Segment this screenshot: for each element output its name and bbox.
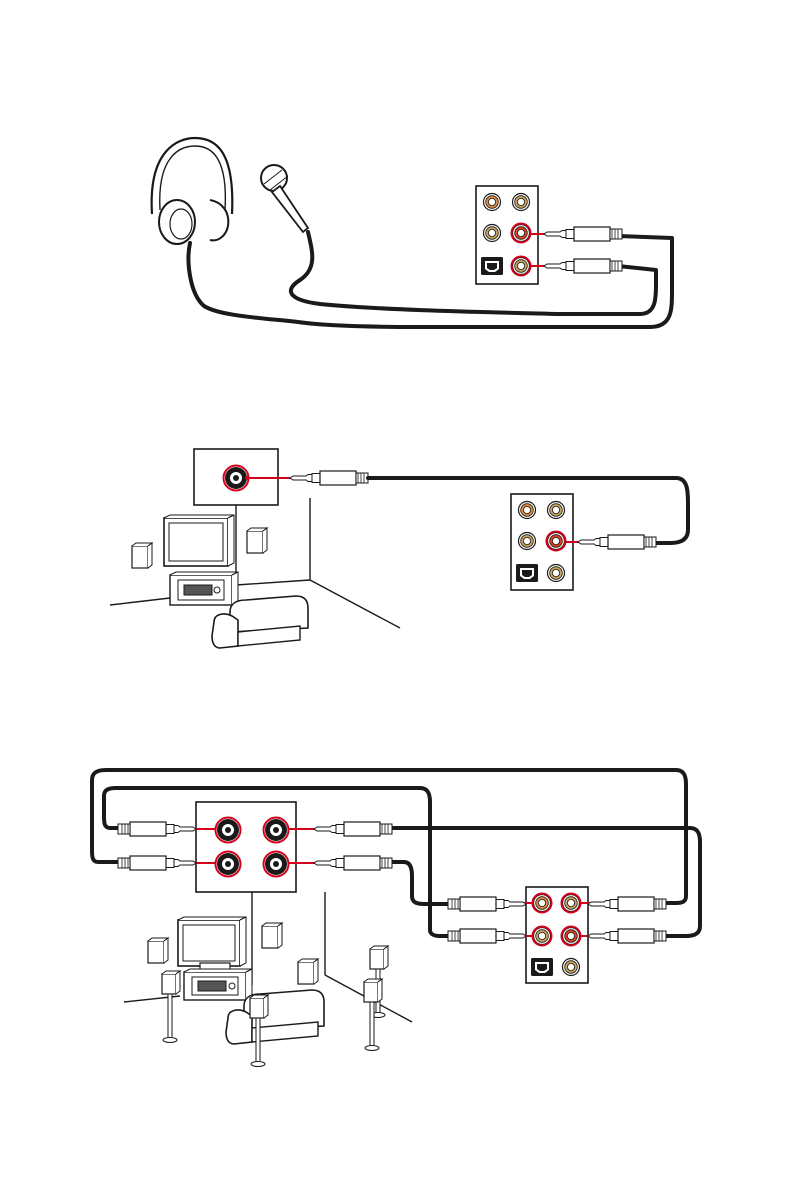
speaker-input-jack-icon[interactable] [225,467,247,489]
audio-jack-icon[interactable] [563,928,580,945]
speaker-input-jack-icon[interactable] [265,819,287,841]
stereo-plug-icon [588,897,666,911]
headphone-microphone-diagram [152,138,672,327]
audio-jack-icon[interactable] [484,194,501,211]
audio-jack-icon[interactable] [548,502,565,519]
television-icon [164,515,234,566]
audio-jack-icon[interactable] [513,194,530,211]
audio-jack-icon[interactable] [534,928,551,945]
surround-speaker-diagram [92,770,700,1067]
stereo-plug-icon [544,259,622,273]
left-speaker-icon [132,543,152,568]
front-right-speaker-icon [262,923,282,948]
speaker-input-jack-icon[interactable] [217,819,239,841]
audio-jack-icon[interactable] [563,959,580,976]
audio-jack-icon[interactable] [484,225,501,242]
stereo-plug-icon [588,929,666,943]
av-receiver-icon [184,969,252,1000]
optical-port-icon[interactable] [481,257,503,275]
audio-jack-icon[interactable] [548,565,565,582]
audio-jack-icon[interactable] [563,895,580,912]
stereo-plug-icon [544,227,622,241]
line-out-jack-icon[interactable] [513,258,530,275]
stereo-plug-icon [448,897,526,911]
right-speaker-icon [247,528,267,553]
audio-jack-icon[interactable] [534,895,551,912]
stereo-plug-icon [314,822,392,836]
headphones-icon [152,138,233,244]
optical-port-icon[interactable] [516,564,538,582]
rear-audio-jack-panel [511,494,573,590]
stereo-speaker-diagram [110,449,688,648]
optical-port-icon[interactable] [531,958,553,976]
stereo-plug-icon [290,471,368,485]
side-left-speaker-icon [162,971,180,1043]
speaker-input-jack-icon[interactable] [217,853,239,875]
av-receiver-icon [170,572,238,605]
audio-jack-icon[interactable] [519,533,536,550]
microphone-icon [261,165,308,232]
subwoofer-icon [298,959,318,984]
stereo-plug-icon [578,535,656,549]
surround-input-panel [196,802,296,892]
television-icon [178,917,246,966]
stereo-plug-icon [448,929,526,943]
stereo-plug-icon [118,822,196,836]
speaker-input-jack-icon[interactable] [265,853,287,875]
front-left-speaker-icon [148,938,168,963]
stereo-plug-icon [118,856,196,870]
stereo-plug-icon [314,856,392,870]
rear-audio-jack-panel [526,887,588,983]
mic-in-jack-icon[interactable] [513,225,530,242]
surround-cable-4 [392,862,452,904]
audio-jack-icon[interactable] [519,502,536,519]
line-out-jack-icon[interactable] [548,533,565,550]
rear-audio-jack-panel [476,186,538,284]
